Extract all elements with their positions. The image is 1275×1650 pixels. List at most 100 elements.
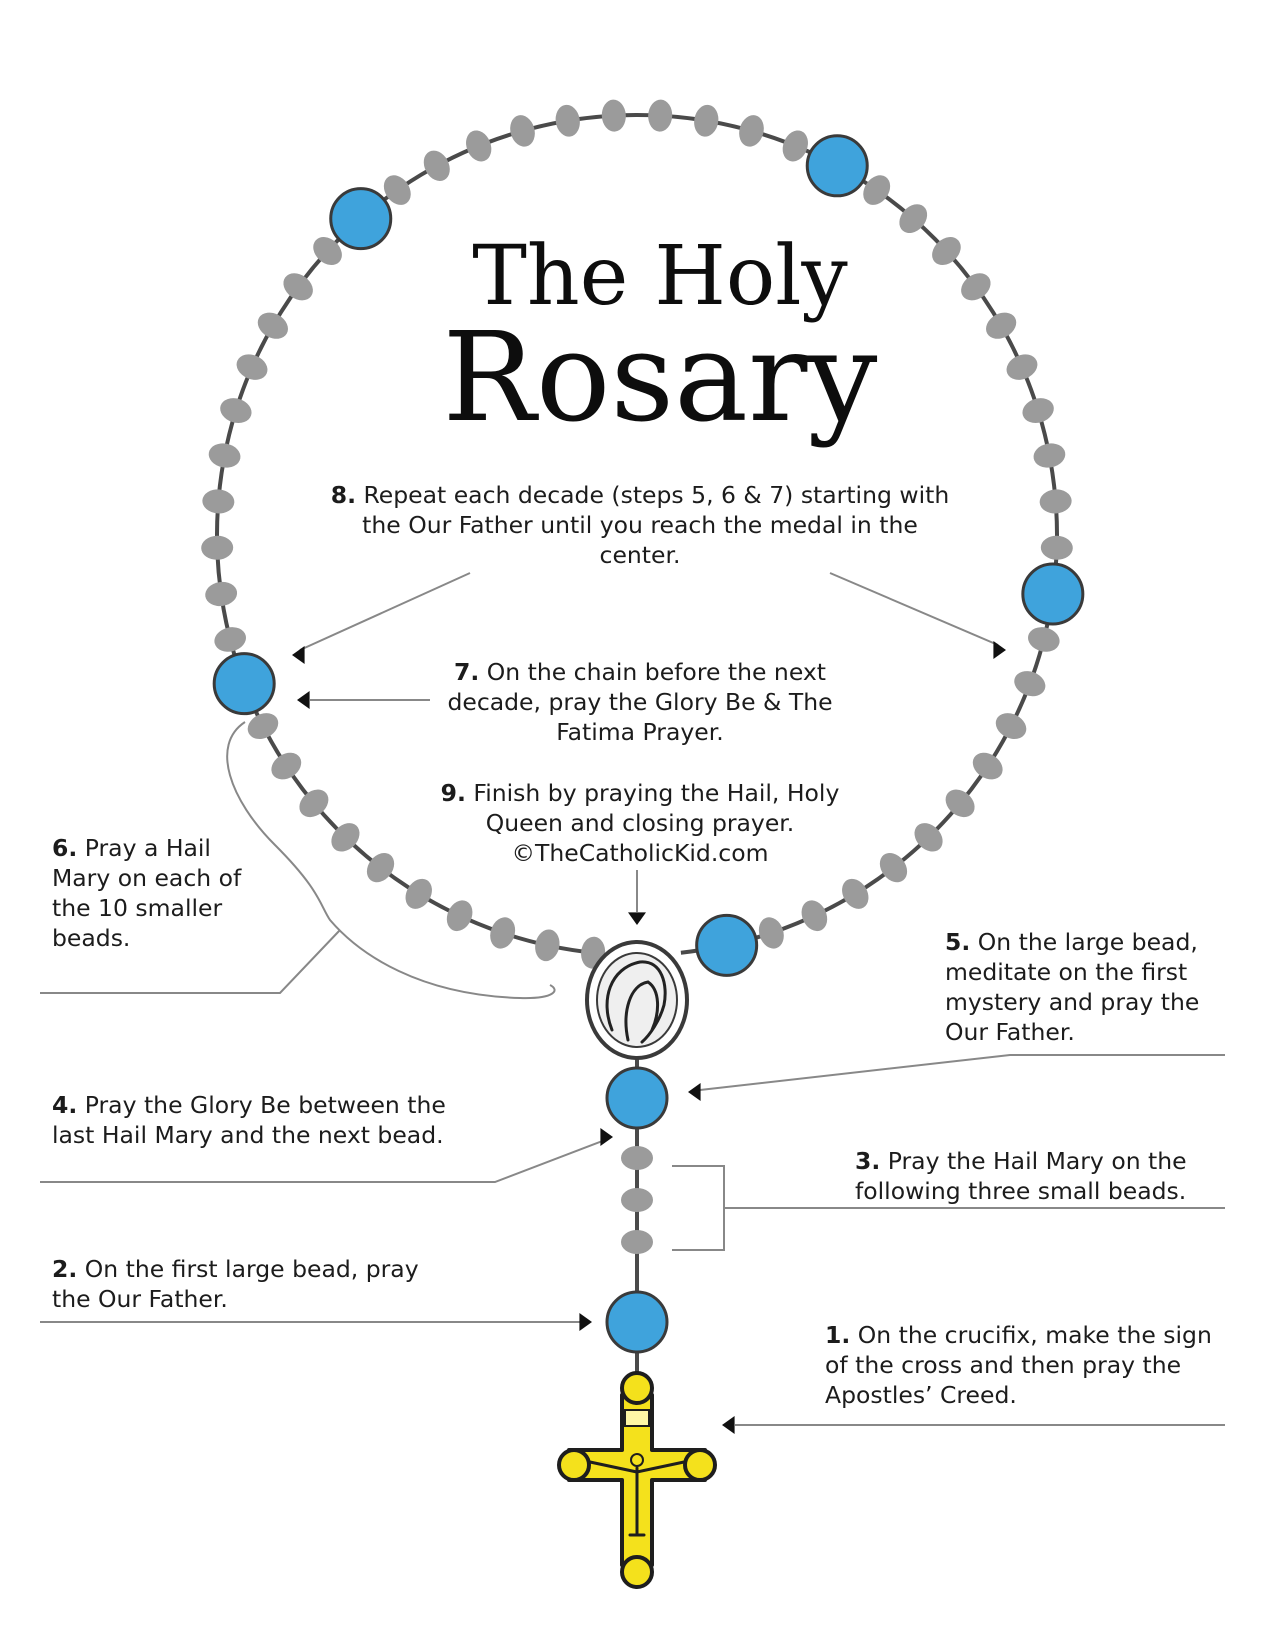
small-bead bbox=[961, 273, 991, 301]
step-9: 9. Finish by praying the Hail, Holy Quee… bbox=[420, 778, 860, 868]
crucifix-icon bbox=[557, 1371, 717, 1589]
small-bead bbox=[758, 917, 784, 949]
arrow-step-9 bbox=[628, 912, 646, 925]
cross-end-knob bbox=[620, 1371, 654, 1405]
small-bead bbox=[842, 878, 869, 909]
step-3-number: 3. bbox=[855, 1147, 881, 1175]
small-bead bbox=[648, 99, 673, 132]
small-bead bbox=[879, 852, 908, 883]
small-bead bbox=[801, 900, 828, 932]
step-8: 8. Repeat each decade (steps 5, 6 & 7) s… bbox=[330, 480, 950, 570]
virgin-mary-medal-icon bbox=[585, 940, 689, 1060]
title-line-2: Rosary bbox=[442, 306, 878, 450]
small-bead bbox=[986, 312, 1017, 339]
step-9-number: 9. bbox=[440, 779, 466, 807]
step-5: 5. On the large bead, meditate on the fi… bbox=[945, 927, 1235, 1047]
small-bead bbox=[694, 104, 719, 137]
small-bead bbox=[201, 535, 234, 560]
small-bead bbox=[1022, 398, 1054, 423]
small-bead bbox=[995, 713, 1027, 739]
step-4: 4. Pray the Glory Be between the last Ha… bbox=[52, 1090, 452, 1150]
small-bead bbox=[621, 1146, 653, 1170]
corpus bbox=[588, 1460, 686, 1537]
small-bead bbox=[205, 581, 238, 607]
arrow-step-7 bbox=[297, 691, 310, 709]
small-bead bbox=[621, 1230, 653, 1254]
large-bead bbox=[212, 652, 276, 716]
step-8-number: 8. bbox=[330, 481, 357, 509]
step-4-number: 4. bbox=[52, 1091, 78, 1119]
copyright: ©TheCatholicKid.com bbox=[511, 839, 769, 867]
small-bead bbox=[510, 115, 535, 147]
small-bead bbox=[271, 752, 302, 780]
small-bead bbox=[555, 104, 580, 137]
cross-end-knob bbox=[557, 1448, 591, 1482]
small-bead bbox=[1039, 489, 1072, 514]
pointer-step-4 bbox=[40, 1139, 606, 1183]
pointer-step-8-right bbox=[829, 572, 999, 646]
cross-plaque bbox=[624, 1409, 650, 1427]
small-bead bbox=[283, 273, 313, 301]
step-6: 6. Pray a Hail Mary on each of the 10 sm… bbox=[52, 833, 252, 953]
small-bead bbox=[932, 237, 961, 265]
small-bead bbox=[972, 752, 1003, 780]
small-bead bbox=[446, 900, 473, 932]
step-2: 2. On the first large bead, pray the Our… bbox=[52, 1254, 452, 1314]
small-bead bbox=[257, 312, 288, 339]
step-8-text: Repeat each decade (steps 5, 6 & 7) star… bbox=[362, 481, 950, 569]
small-bead bbox=[601, 99, 626, 132]
cross-end-knob bbox=[620, 1555, 654, 1589]
step-3: 3. Pray the Hail Mary on the following t… bbox=[855, 1146, 1235, 1206]
small-bead bbox=[1033, 443, 1066, 468]
small-bead bbox=[236, 354, 268, 380]
bracket-step-6 bbox=[226, 721, 556, 1000]
large-bead bbox=[605, 1290, 669, 1354]
small-bead bbox=[299, 789, 329, 818]
small-bead bbox=[1040, 535, 1073, 560]
small-bead bbox=[782, 130, 808, 162]
step-1-text: On the crucifix, make the sign of the cr… bbox=[825, 1321, 1212, 1409]
small-bead bbox=[383, 175, 411, 205]
small-bead bbox=[331, 823, 360, 852]
corpus-head bbox=[630, 1453, 644, 1467]
pointer-lines bbox=[40, 572, 1225, 1434]
small-bead bbox=[490, 917, 516, 949]
arrow-step-8-left bbox=[292, 646, 305, 664]
small-bead bbox=[914, 823, 943, 852]
step-6-number: 6. bbox=[52, 834, 78, 862]
small-bead bbox=[202, 489, 235, 514]
step-5-text: On the large bead, meditate on the first… bbox=[945, 928, 1200, 1046]
small-bead bbox=[214, 627, 246, 652]
step-2-text: On the first large bead, pray the Our Fa… bbox=[52, 1255, 419, 1313]
small-bead bbox=[466, 130, 492, 162]
small-bead bbox=[313, 237, 342, 265]
small-bead bbox=[1028, 627, 1060, 652]
title-line-1: The Holy bbox=[472, 229, 848, 324]
rosary-beads bbox=[201, 99, 1085, 1354]
pointer-step-6 bbox=[40, 929, 341, 994]
small-bead bbox=[863, 175, 891, 205]
large-bead bbox=[695, 913, 759, 977]
step-3-text: Pray the Hail Mary on the following thre… bbox=[855, 1147, 1187, 1205]
step-9-text: Finish by praying the Hail, Holy Queen a… bbox=[473, 779, 840, 837]
arrow-step-1 bbox=[722, 1416, 735, 1434]
large-bead bbox=[805, 134, 869, 198]
pointer-step-8-left bbox=[299, 572, 471, 651]
small-bead bbox=[621, 1188, 653, 1212]
step-4-text: Pray the Glory Be between the last Hail … bbox=[52, 1091, 446, 1149]
cross-end-knob bbox=[683, 1448, 717, 1482]
small-bead bbox=[247, 713, 279, 739]
arrow-step-5 bbox=[688, 1083, 701, 1101]
small-bead bbox=[899, 204, 928, 234]
step-1: 1. On the crucifix, make the sign of the… bbox=[825, 1320, 1225, 1410]
small-bead bbox=[423, 150, 450, 181]
small-bead bbox=[739, 115, 764, 147]
small-bead bbox=[405, 878, 432, 909]
step-7-text: On the chain before the next decade, pra… bbox=[447, 658, 833, 746]
step-2-number: 2. bbox=[52, 1255, 78, 1283]
small-bead bbox=[208, 443, 241, 468]
pointer-step-5 bbox=[699, 1054, 1225, 1091]
arrow-step-2 bbox=[579, 1313, 592, 1331]
step-7: 7. On the chain before the next decade, … bbox=[420, 657, 860, 747]
